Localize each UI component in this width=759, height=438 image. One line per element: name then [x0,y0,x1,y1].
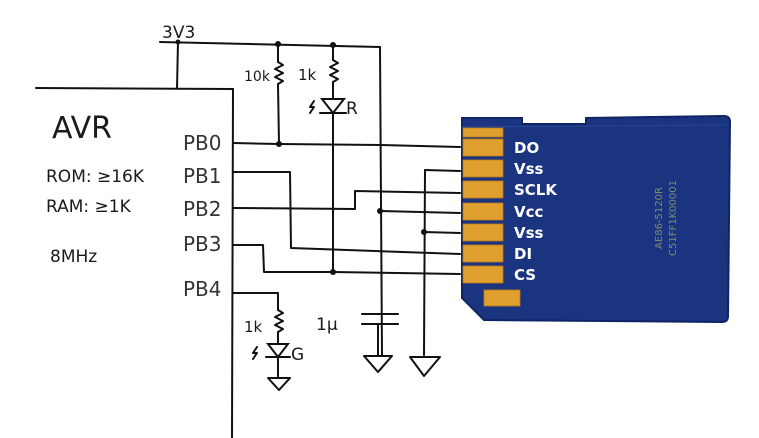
led-green-icon [265,343,291,359]
wire-vss2 [423,231,461,234]
sd-pin-label-vss: Vss [514,160,544,178]
sd-contact-sclk [462,180,504,199]
pin-label-pb3: PB3 [183,232,222,256]
sd-pin-label-do: DO [514,139,539,157]
sd-card-edge-line [461,124,727,128]
power-rail-3v3: 3V3 [159,23,383,356]
led-red-icon [319,98,347,115]
light-emit-icon [309,100,315,114]
sd-contact-vcc [462,202,504,221]
sd-pin-label-vcc: Vcc [514,203,543,221]
ground-icon [409,356,441,377]
resistor-symbol [329,59,339,83]
mcu-name: AVR [52,111,112,146]
ground-icon [363,355,393,373]
power-label: 3V3 [162,23,195,43]
wire-pb4 [232,292,279,311]
decoupling-capacitor: 1μ [316,313,399,357]
mcu-spec-rom: ROM: ≥16K [46,167,145,187]
sd-pin-label-sclk: SCLK [514,181,558,199]
wire [277,83,280,145]
ground-icon [267,377,291,391]
sd-contact-extra [483,289,521,307]
mcu-spec-clock: 8MHz [50,247,97,267]
sd-pin-label-vss: Vss [514,224,544,242]
led-green-label: G [291,345,304,365]
pin-label-pb1: PB1 [183,164,222,188]
pullup-value: 10k [244,69,271,85]
wire-pb2-sclk [232,190,461,210]
signal-wires [232,141,461,356]
wire-vss1 [424,169,461,172]
vcc-rail-wire [159,41,381,48]
sd-contact-vss [462,159,504,178]
cap-value: 1μ [316,315,338,335]
sd-print-line1: AE86-5120R [654,187,665,249]
sd-print-line2: C51FF1K00001 [668,180,679,256]
junction-dot [330,269,336,275]
led-red-branch: 1k R [298,44,358,273]
led-red-label: R [346,99,358,119]
wire-pb3-cs [232,244,461,275]
resistor-symbol [274,61,284,85]
junction-dot [421,229,427,235]
mcu-spec-ram: RAM: ≥1K [46,197,132,217]
led-red-resistor-value: 1k [298,66,317,84]
sd-contact-vss [462,223,504,242]
wire-gnd-rail [423,169,426,356]
mcu-vcc-wire [176,41,179,89]
led-green-resistor-value: 1k [244,318,263,336]
sd-card-body [461,114,732,324]
pullup-resistor: 10k [244,43,284,145]
mcu-right-edge [231,88,234,438]
wire-pb1-di [232,171,461,255]
sd-contact-extra [462,127,504,138]
mcu-top-edge [35,87,234,90]
sd-pin-label-di: DI [514,245,532,263]
sd-contacts [462,127,504,284]
junction-dot [276,141,282,147]
light-emit-icon [252,346,258,360]
pin-label-pb2: PB2 [183,197,222,221]
pin-label-pb4: PB4 [183,277,222,301]
wire-vcc [379,210,461,214]
vcc-drop-wire [379,46,383,356]
sd-contact-di [462,244,504,263]
sd-card-print: AE86-5120R C51FF1K00001 [654,180,679,256]
sd-contact-cs [462,265,504,284]
led-green-branch: 1k G [232,292,304,391]
resistor-symbol [274,309,284,333]
junction-dot [377,208,383,214]
pin-label-pb0: PB0 [183,131,222,155]
wire-pb0-do [232,142,461,148]
sd-pin-label-cs: CS [514,266,536,284]
sd-contact-do [462,138,504,157]
avr-mcu-block: AVR ROM: ≥16K RAM: ≥1K 8MHz PB0 PB1 PB2 … [35,87,234,438]
